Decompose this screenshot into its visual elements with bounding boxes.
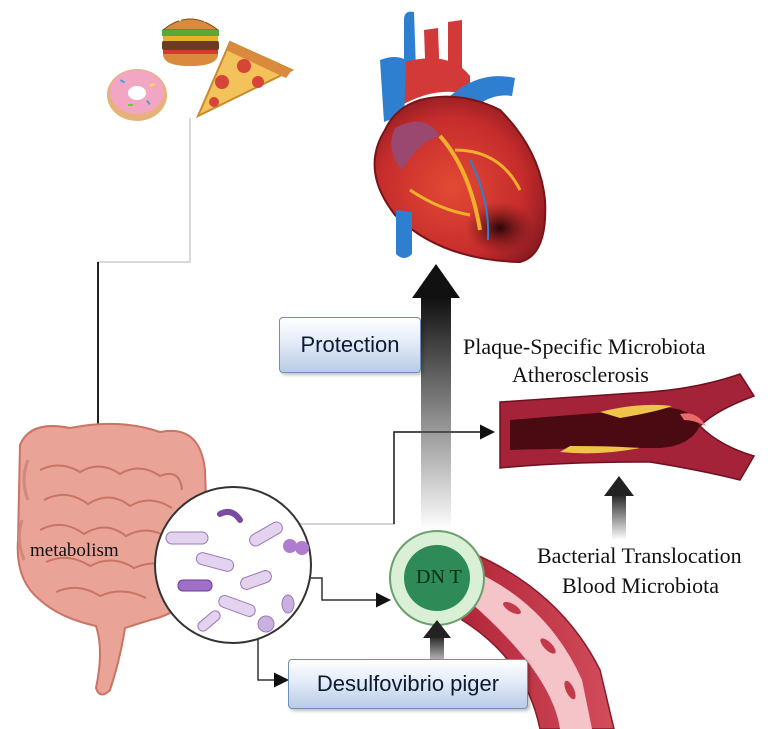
big-upward-arrow [412,264,460,530]
artery-icon [499,373,756,481]
food-to-gut-arrow [88,118,191,456]
dnt-label: DN T [416,566,462,588]
heart-icon [373,11,547,264]
bacterial-translocation-label: Bacterial Translocation [537,543,742,568]
protection-label: Protection [300,332,400,357]
blood-microbiota-label: Blood Microbiota [562,573,720,598]
burger-icon [161,15,220,66]
dnt-cell-icon [389,530,485,626]
metabolism-label: metabolism [30,540,119,561]
gut-to-artery-arrow [298,424,495,525]
protection-box: Protection [279,317,421,373]
donut-icon [107,69,167,121]
piger-to-box-arrow [257,632,289,688]
translocation-arrow [604,476,634,540]
gut-to-dnt-arrow [298,577,391,608]
desulfovibrio-label: Desulfovibrio piger [316,671,500,696]
atherosclerosis-label: Atherosclerosis [512,362,649,387]
intestine-icon [16,422,210,696]
blood-vessel-icon [461,550,615,729]
desulfovibrio-box: Desulfovibrio piger [288,659,528,709]
bacteria-circle-icon [154,486,312,644]
pizza-icon [196,40,295,119]
plaque-microbiota-label: Plaque-Specific Microbiota [463,334,706,359]
